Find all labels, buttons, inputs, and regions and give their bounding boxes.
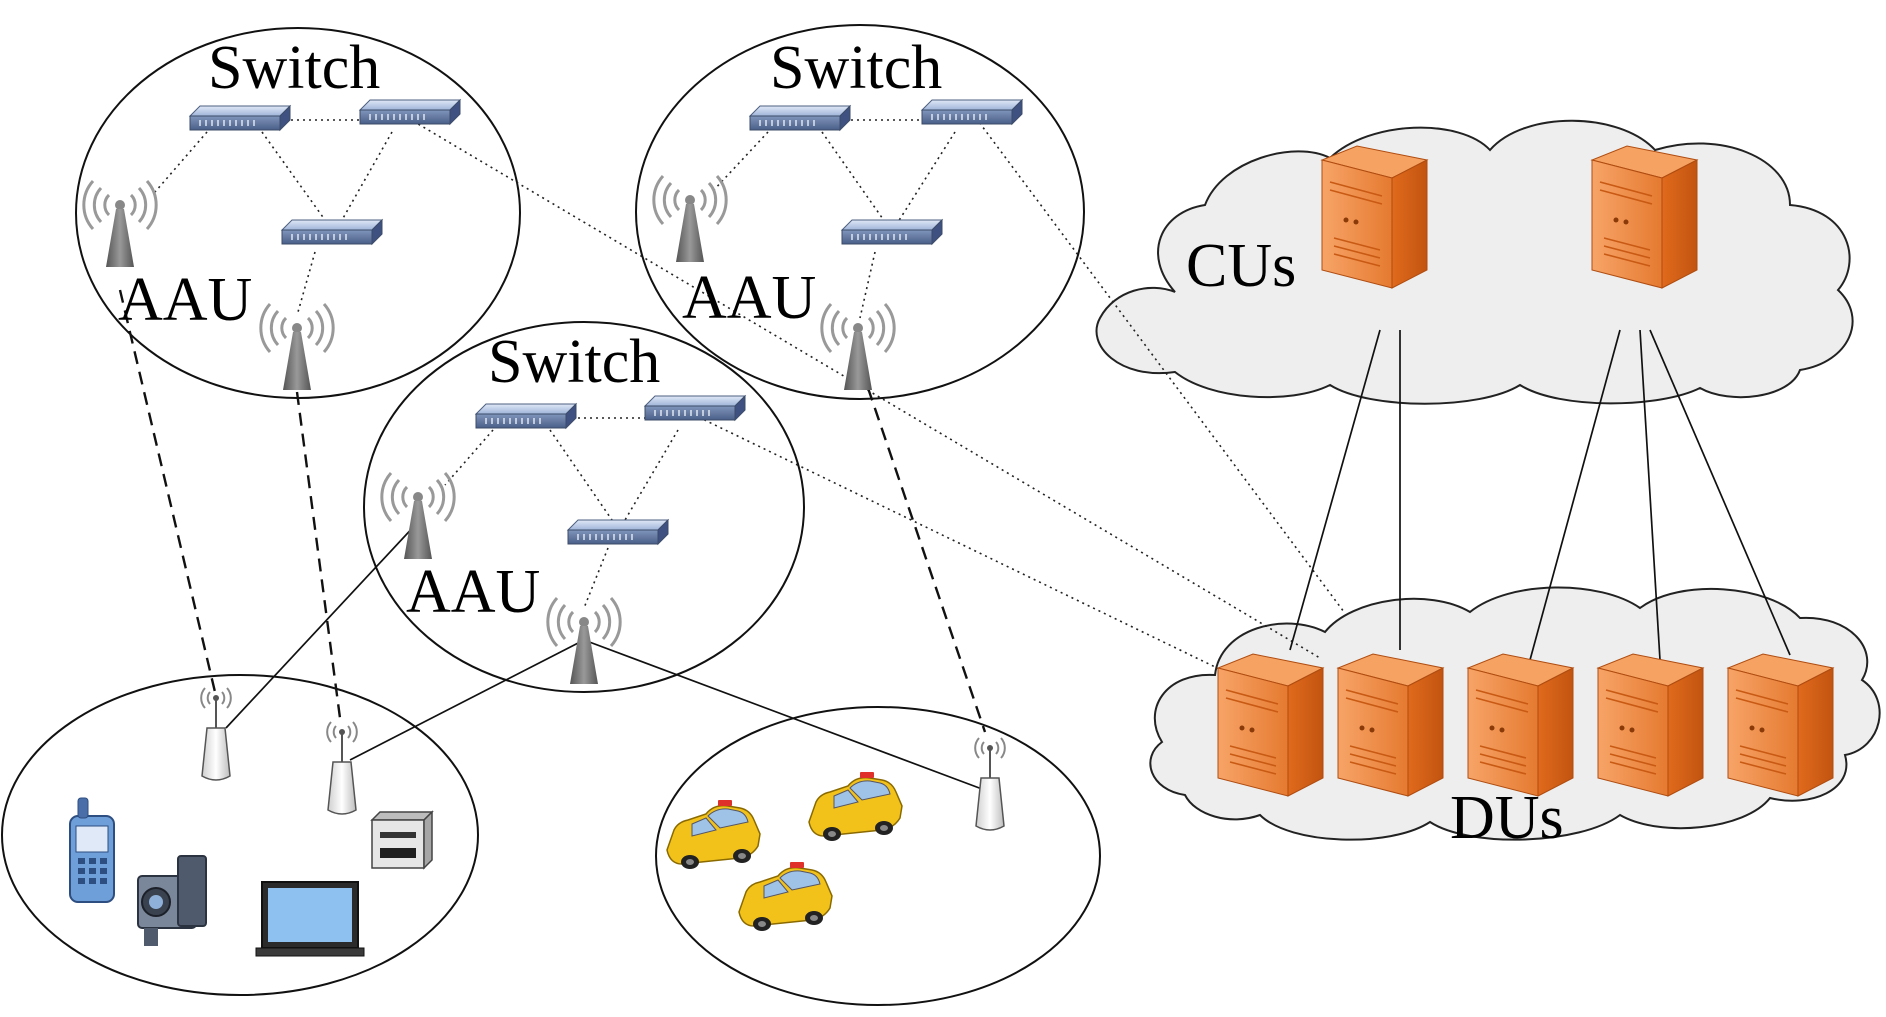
mobile-phone-icon xyxy=(69,797,115,903)
switch-label: Switch xyxy=(488,328,660,396)
switch-icon xyxy=(749,105,851,131)
aau-label: AAU xyxy=(406,558,540,626)
aau-label: AAU xyxy=(118,266,252,334)
du-server-icon xyxy=(1467,653,1574,797)
cu-server-icon xyxy=(1591,145,1698,289)
switch-icon xyxy=(281,219,383,245)
aau-label: AAU xyxy=(682,264,816,332)
switch-icon xyxy=(189,105,291,131)
cus-label: CUs xyxy=(1186,232,1296,300)
switch-icon xyxy=(567,519,669,545)
switch-icon xyxy=(841,219,943,245)
switch-icon xyxy=(921,99,1023,125)
switch-icon xyxy=(359,99,461,125)
video-camera-icon xyxy=(137,855,207,946)
printer-icon xyxy=(370,810,434,870)
cu-server-icon xyxy=(1321,145,1428,289)
fronthaul-links xyxy=(118,117,1791,793)
switch-icon xyxy=(644,395,746,421)
du-server-icon xyxy=(1217,653,1324,797)
dus-label: DUs xyxy=(1450,784,1564,852)
du-server-icon xyxy=(1337,653,1444,797)
monitor-icon xyxy=(255,881,365,957)
du-server-icon xyxy=(1727,653,1834,797)
switch-label: Switch xyxy=(770,34,942,102)
du-server-icon xyxy=(1597,653,1704,797)
switch-icon xyxy=(475,403,577,429)
switch-label: Switch xyxy=(208,34,380,102)
